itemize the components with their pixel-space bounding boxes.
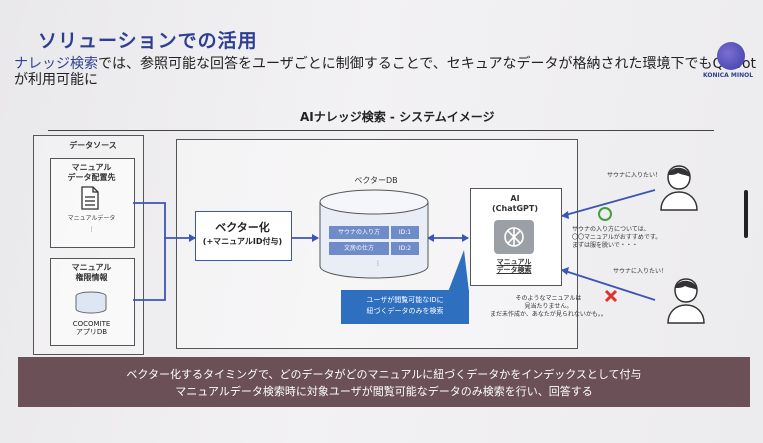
manual-search-label: マニュアル データ検索 [496,258,532,274]
user-icon [660,165,698,211]
chat-question-2: サウナに入りたい！ [613,268,668,275]
summary-line-2: マニュアルデータ検索時に対象ユーザが閲覧可能なデータのみ検索を行い、回答する [175,385,593,398]
chatgpt-knot-icon [504,227,524,247]
manual-perm-label: マニュアル 権限情報 [71,263,112,282]
vectordb-row-1-id: ID:1 [391,226,419,239]
callout-text: ユーザが閲覧可能なIDに 紐づくデータのみを検索 [341,290,469,324]
vectordb-label: ベクターDB [354,176,398,185]
ellipsis-2: ⋮ [375,260,381,267]
scroll-indicator[interactable] [744,190,748,238]
vectordb-row-2-text: 文房の仕方 [329,242,389,255]
slide-title: ソリューションでの活用 [38,30,258,52]
ai-label: AI [510,194,520,203]
chatgpt-logo-icon [494,220,534,254]
vectorize-subtitle: (+マニュアルID付与) [202,237,283,246]
system-title: AIナレッジ検索 - システムイメージ [300,110,495,124]
manual-data-label: マニュアルデータ [67,215,116,222]
subtitle-highlight: ナレッジ検索 [14,56,98,72]
summary-line-1: ベクター化するタイミングで、どのデータがどのマニュアルに紐づくデータかをインデッ… [126,368,642,381]
cocomite-label: COCOMITE アプリDB [72,320,111,336]
vectordb-row-1-text: サウナの入り方 [329,226,389,239]
datasource-heading: データソース [69,141,117,150]
ok-circle-icon [598,207,612,221]
summary-bar: ベクター化するタイミングで、どのデータがどのマニュアルに紐づくデータかをインデッ… [18,357,750,407]
slide-subtitle: ナレッジ検索では、参照可能な回答をユーザごとに制御することで、セキュアなデータが… [14,56,759,88]
vectorize-title: ベクター化 [215,221,270,234]
title-divider [48,130,714,131]
chat-question-1: サウナに入りたい！ [607,172,662,179]
subtitle-rest: では、参照可能な回答をユーザごとに制御することで、セキュアなデータが格納された環… [14,56,756,88]
manual-dest-label: マニュアル データ配置先 [67,163,116,182]
vectorize-box [195,211,292,261]
ai-model-label: (ChatGPT) [492,204,538,213]
chat-answer-1: サウナの入り方については、 〇〇マニュアルがおすすめです。 まずは服を脱いで・・… [572,226,662,249]
ng-cross-icon [604,289,618,303]
vectordb-row-2-id: ID:2 [391,242,419,255]
konica-minolta-logo-icon [717,42,745,70]
callout-pointer [448,250,469,292]
chat-answer-2: そのようなマニュアルは 見当たりません。 まだ未作成か、あなたが見られないかも。… [490,295,607,318]
ellipsis-1: ⋮ [88,226,95,233]
database-icon [75,291,107,314]
vectordb-cylinder-icon [319,189,429,279]
logo-text: KONICA MINOL [703,72,754,79]
user-icon [667,278,705,324]
document-icon [81,186,99,210]
